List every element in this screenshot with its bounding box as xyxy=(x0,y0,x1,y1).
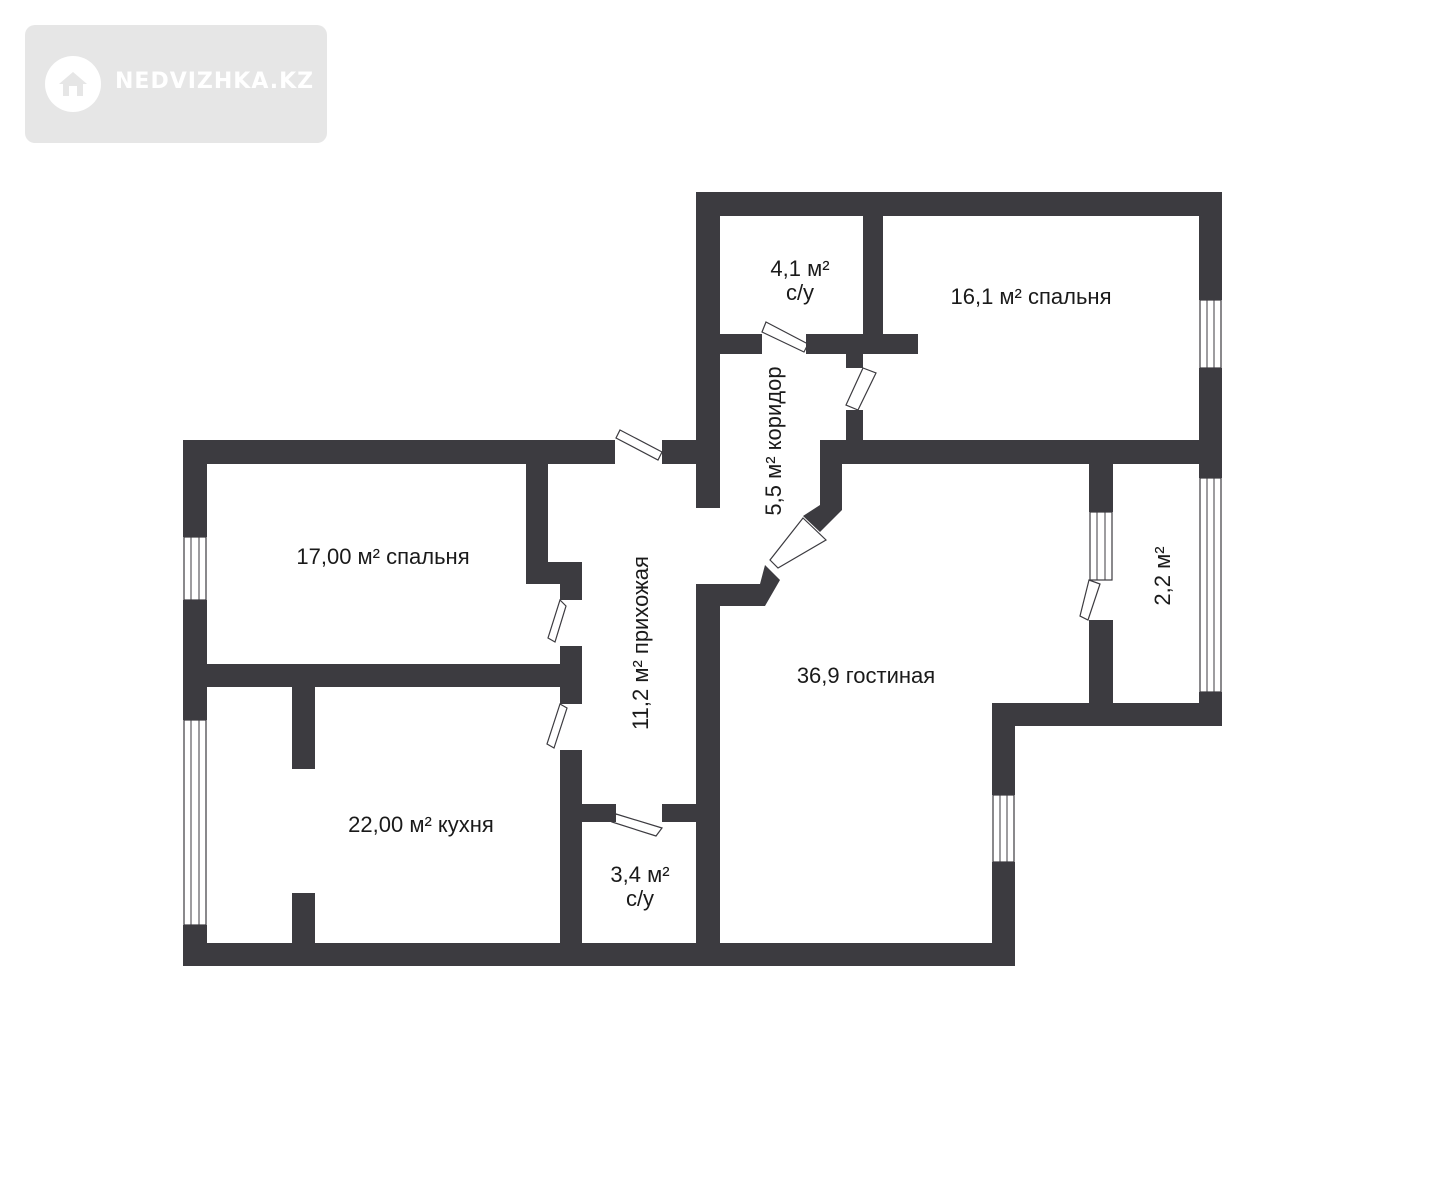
bath-top-area: 4,1 м² xyxy=(770,256,829,281)
bath-bottom-name: с/у xyxy=(626,886,654,911)
kitchen-label: 22,00 м² кухня xyxy=(348,812,494,837)
corridor-label: 5,5 м² коридор xyxy=(761,366,786,515)
doors xyxy=(546,321,1101,837)
bedroom-top-right-label: 16,1 м² спальня xyxy=(950,284,1111,309)
house-icon xyxy=(45,56,101,112)
hallway-label: 11,2 м² прихожая xyxy=(628,556,653,730)
watermark-brand: NEDVIZHKA.KZ xyxy=(115,69,315,94)
bath-bottom-area: 3,4 м² xyxy=(610,862,669,887)
walls xyxy=(183,192,1222,966)
living-room-label: 36,9 гостиная xyxy=(797,663,935,688)
room-labels: 4,1 м² с/у 16,1 м² спальня 5,5 м² коридо… xyxy=(296,256,1175,911)
watermark-logo: NEDVIZHKA.KZ xyxy=(25,25,327,143)
bedroom-left-label: 17,00 м² спальня xyxy=(296,544,469,569)
balcony-label: 2,2 м² xyxy=(1150,546,1175,605)
bath-top-name: с/у xyxy=(786,280,814,305)
windows xyxy=(183,299,1222,926)
